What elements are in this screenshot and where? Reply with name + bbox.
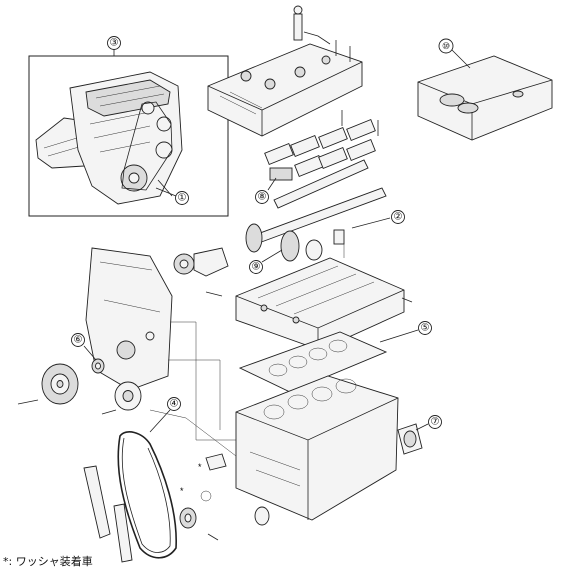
assembled-engine-inset [28, 49, 229, 217]
callout-7: ⑦ [415, 415, 442, 431]
callout-4-label: ④ [170, 399, 179, 410]
timing-chain-cover [85, 247, 173, 391]
callout-1: ① [155, 187, 189, 205]
crankshaft-pulley [17, 363, 142, 415]
engine-cover [417, 49, 553, 141]
callout-2: ② [351, 210, 405, 229]
camshaft-caps [264, 110, 379, 181]
timing-chain [83, 431, 177, 563]
callout-9-label: ⑨ [252, 262, 261, 273]
drive-belt-tensioner [173, 247, 229, 297]
callout-8-label: ⑧ [258, 192, 267, 203]
front-oil-seal [91, 358, 105, 374]
rear-oil-seal [397, 423, 423, 455]
cylinder-head [235, 257, 413, 351]
callout-3-label: ③ [110, 38, 119, 49]
callout-5-label: ⑤ [421, 323, 430, 334]
callout-5: ⑤ [379, 321, 432, 343]
callout-9: ⑨ [249, 249, 283, 274]
cylinder-block [235, 375, 399, 521]
footnote-washer-note: *: ワッシャ装着車 [3, 555, 93, 568]
callout-2-label: ② [394, 212, 403, 223]
callout-4: ④ [149, 397, 181, 433]
camshafts [245, 159, 387, 262]
head-gasket [238, 331, 388, 393]
cylinder-head-cover [207, 5, 363, 137]
callout-6-label: ⑥ [74, 335, 83, 346]
callout-10-label: ⑩ [442, 41, 450, 51]
callout-1-label: ① [178, 193, 187, 204]
callout-3: ③ [107, 36, 121, 50]
washer-mark: * [198, 462, 202, 472]
callout-10: ⑩ [438, 38, 454, 54]
callout-6: ⑥ [71, 333, 97, 361]
alignment-leader-lines [149, 232, 345, 457]
washer-mark: * [180, 486, 184, 496]
callout-8: ⑧ [255, 177, 277, 204]
callout-7-label: ⑦ [431, 417, 440, 428]
chain-tensioner-parts [179, 453, 270, 541]
